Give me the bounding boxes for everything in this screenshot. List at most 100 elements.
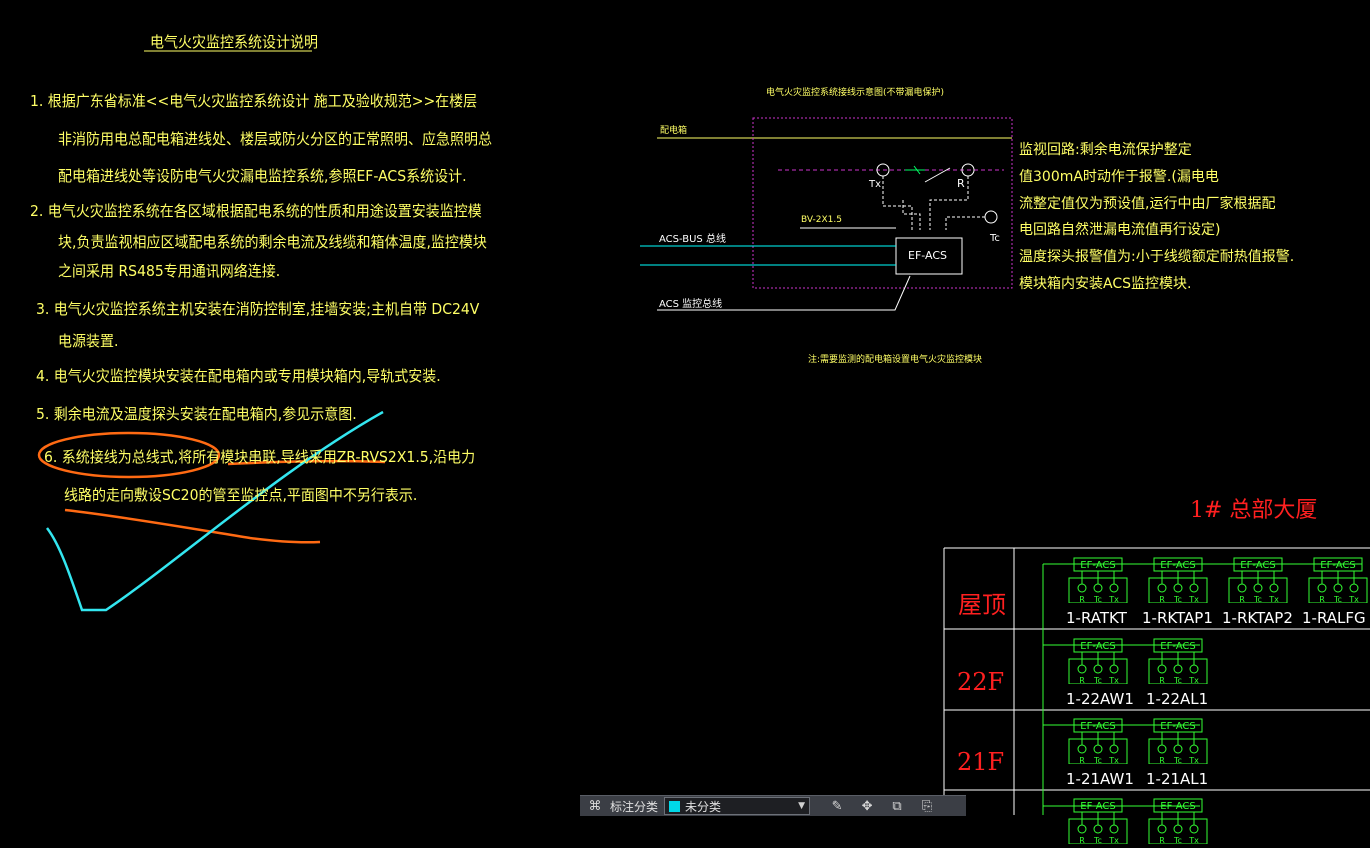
- schematic-note-6: 模块箱内安装ACS监控模块.: [1019, 276, 1192, 292]
- terminal-circle: [1093, 583, 1103, 593]
- terminal-circle: [1157, 824, 1167, 834]
- terminal-label: Tx: [1268, 595, 1279, 603]
- tc-label: Tc: [990, 233, 1000, 244]
- terminal-circle: [1109, 824, 1119, 834]
- terminal-circle: [1077, 664, 1087, 674]
- terminal-circle: [1109, 583, 1119, 593]
- terminal-label: Tc: [1333, 595, 1342, 603]
- terminal-circle: [1173, 664, 1183, 674]
- annotation-toolbar: ⌘ 标注分类 未分类 ▼ ✎ ✥ ⧉ ⎘: [580, 795, 966, 816]
- terminal-label: Tx: [1108, 595, 1119, 603]
- move-icon[interactable]: ✥: [861, 798, 873, 814]
- terminal-label: Tc: [1093, 595, 1102, 603]
- terminal-circle: [1077, 744, 1087, 754]
- terminal-circle: [1093, 744, 1103, 754]
- building-title: 1# 总部大厦: [1190, 498, 1318, 523]
- module-header-text: EF-ACS: [1080, 560, 1115, 571]
- floor-label-21f: 21F: [957, 748, 1005, 776]
- orange-strike-markup: [64, 508, 321, 544]
- module-caption: 1-21AW1: [1066, 770, 1134, 788]
- terminal-circle: [1173, 583, 1183, 593]
- terminal-circle: [1173, 824, 1183, 834]
- module-caption: 1-RALFG: [1302, 609, 1366, 627]
- terminal-label: R: [1079, 595, 1085, 603]
- module-caption: 1-22AW1: [1066, 690, 1134, 708]
- module-header-text: EF-ACS: [1080, 641, 1115, 652]
- paste-icon[interactable]: ⎘: [921, 798, 933, 814]
- orange-underline-markup: [227, 459, 386, 466]
- schematic-note-5: 温度探头报警值为:小于线缆额定耐热值报警.: [1019, 249, 1295, 265]
- terminal-label: R: [1079, 676, 1085, 684]
- module-caption: 1-RKTAP1: [1142, 609, 1213, 627]
- terminal-label: Tc: [1173, 836, 1182, 844]
- terminal-circle: [1109, 744, 1119, 754]
- annotate-category-icon[interactable]: ⌘: [588, 798, 602, 814]
- terminal-circle: [1189, 583, 1199, 593]
- terminal-label: R: [1159, 676, 1165, 684]
- r-label: R: [957, 177, 965, 190]
- terminal-circle: [1189, 744, 1199, 754]
- module-caption: 1-22AL1: [1146, 690, 1209, 708]
- terminal-circle: [1189, 824, 1199, 834]
- chevron-down-icon: ▼: [798, 801, 806, 811]
- schematic-note-2: 值300mA时动作于报警.(漏电电: [1019, 169, 1219, 185]
- tc-sensor: [984, 210, 998, 224]
- terminal-label: Tc: [1093, 676, 1102, 684]
- terminal-circle: [1077, 583, 1087, 593]
- notes-line-2: 非消防用电总配电箱进线处、楼层或防火分区的正常照明、应急照明总: [58, 131, 492, 149]
- terminal-circle: [1157, 664, 1167, 674]
- copy-icon[interactable]: ⧉: [892, 798, 902, 814]
- notes-line-8: 电源装置.: [58, 333, 119, 351]
- terminal-circle: [1157, 744, 1167, 754]
- terminal-circle: [1093, 664, 1103, 674]
- terminal-label: Tx: [1188, 836, 1199, 844]
- module-caption: 1-RKTAP2: [1222, 609, 1293, 627]
- terminal-label: Tc: [1253, 595, 1262, 603]
- terminal-label: Tx: [1108, 756, 1119, 764]
- category-dropdown[interactable]: 未分类 ▼: [664, 797, 811, 815]
- terminal-circle: [1333, 583, 1343, 593]
- terminal-circle: [1253, 583, 1263, 593]
- terminal-label: R: [1159, 836, 1165, 844]
- edit-icon[interactable]: ✎: [831, 798, 843, 814]
- terminal-circle: [1237, 583, 1247, 593]
- schematic-note-3: 流整定值仅为预设值,运行中由厂家根据配: [1019, 196, 1276, 212]
- schematic-title: 电气火灾监控系统接线示意图(不带漏电保护): [766, 88, 945, 98]
- terminal-label: Tc: [1173, 595, 1182, 603]
- terminal-circle: [1349, 583, 1359, 593]
- ef-acs-symbol: EF-ACS R Tc Tx: [1068, 638, 1128, 685]
- notes-line-6: 之间采用 RS485专用通讯网络连接.: [58, 263, 281, 281]
- cad-drawing-canvas[interactable]: [0, 0, 1370, 815]
- schematic-note-4: 电回路自然泄漏电流值再行设定): [1019, 222, 1221, 238]
- notes-line-1: 1. 根据广东省标准<<电气火灾监控系统设计 施工及验收规范>>在楼层: [30, 93, 478, 111]
- notes-line-3: 配电箱进线处等设防电气火灾漏电监控系统,参照EF-ACS系统设计.: [58, 168, 467, 186]
- module-header-text: EF-ACS: [1160, 560, 1195, 571]
- floor-label-22f: 22F: [957, 668, 1005, 696]
- terminal-circle: [1317, 583, 1327, 593]
- terminal-label: Tx: [1188, 756, 1199, 764]
- notes-line-5: 块,负责监视相应区域配电系统的剩余电流及线缆和箱体温度,监控模块: [58, 234, 487, 252]
- notes-title: 电气火灾监控系统设计说明: [150, 34, 318, 52]
- module-label: EF-ACS: [908, 249, 947, 262]
- terminal-label: Tx: [1108, 676, 1119, 684]
- notes-line-9: 4. 电气火灾监控模块安装在配电箱内或专用模块箱内,导轨式安装.: [36, 368, 441, 386]
- acs-monitor-bus-label: ACS 监控总线: [659, 299, 723, 310]
- module-caption: 1-21AL1: [1146, 770, 1209, 788]
- terminal-circle: [1157, 583, 1167, 593]
- module-header-text: EF-ACS: [1320, 560, 1355, 571]
- terminal-label: Tc: [1093, 756, 1102, 764]
- terminal-label: R: [1239, 595, 1245, 603]
- notes-line-7: 3. 电气火灾监控系统主机安装在消防控制室,挂墙安装;主机自带 DC24V: [36, 301, 480, 319]
- terminal-label: Tx: [1348, 595, 1359, 603]
